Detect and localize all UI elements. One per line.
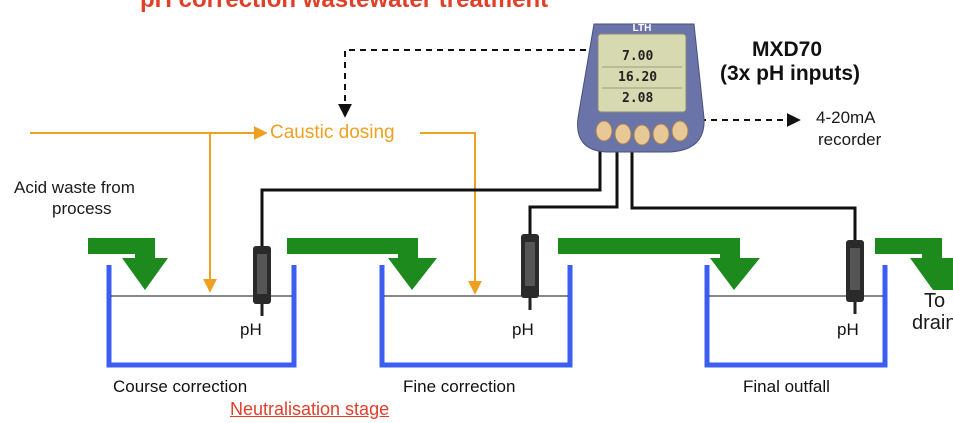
caustic-dosing-lines	[30, 126, 482, 295]
flow-arrows	[88, 238, 953, 290]
tank-course	[106, 265, 297, 368]
probe-3-label: pH	[837, 320, 859, 339]
probe-1-label: pH	[240, 320, 262, 339]
recorder-label-line2: recorder	[818, 130, 882, 149]
drain-label-line2: drain	[912, 312, 953, 334]
control-signal-line	[338, 49, 586, 118]
inflow-label-line1: Acid waste from	[14, 178, 135, 197]
probe-3	[846, 240, 864, 314]
probe-2	[521, 234, 539, 310]
page-heading: pH correction wastewater treatment	[140, 0, 548, 14]
device-reading-1: 7.00	[622, 49, 653, 64]
flow-arrow-outflow	[875, 238, 953, 290]
inflow-label-line2: process	[52, 199, 112, 218]
tank-1-label: Course correction	[113, 377, 248, 396]
drain-label-line1: To	[924, 290, 946, 312]
flow-arrow-inflow	[88, 238, 168, 290]
device-reading-2: 16.20	[618, 70, 657, 85]
neutralisation-stage-label: Neutralisation stage	[230, 399, 390, 419]
device-model-label: MXD70	[752, 38, 823, 61]
device-screen	[597, 33, 687, 113]
tank-2-label: Fine correction	[403, 377, 516, 396]
device-brand-text: LTH	[633, 23, 652, 34]
probe-1	[253, 246, 271, 316]
flow-arrow-1	[287, 238, 437, 290]
mxd70-device: LTH 7.00 16.20 2.08	[577, 23, 705, 153]
tank-fine	[379, 265, 573, 368]
device-reading-3: 2.08	[622, 91, 653, 106]
probe-2-label: pH	[512, 320, 534, 339]
tank-3-label: Final outfall	[743, 377, 830, 396]
recorder-label-line1: 4-20mA	[816, 108, 876, 127]
probe-cables	[260, 150, 857, 248]
device-buttons	[595, 120, 689, 146]
caustic-dosing-label: Caustic dosing	[270, 122, 395, 143]
flow-arrow-2	[558, 238, 760, 290]
device-inputs-label: (3x pH inputs)	[720, 62, 860, 85]
tank-final	[704, 265, 888, 368]
